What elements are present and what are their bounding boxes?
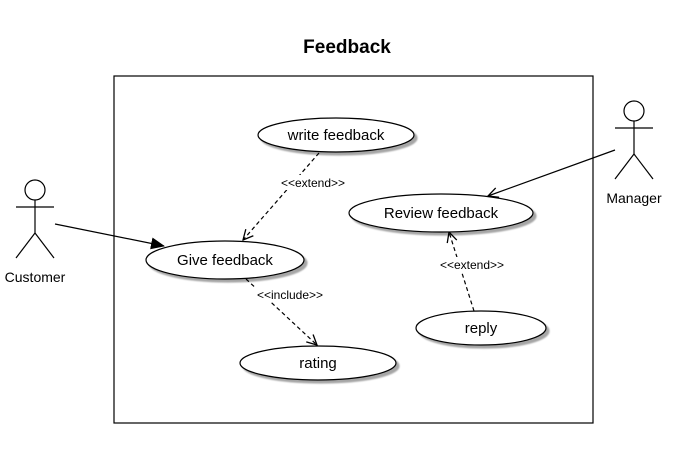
extend-label-reply-review: <<extend>>	[432, 257, 512, 272]
extend-label-write-give: <<extend>>	[273, 175, 353, 190]
svg-text:<<extend>>: <<extend>>	[440, 258, 504, 272]
customer-actor-label: Customer	[5, 269, 66, 285]
customer-actor-head	[24, 179, 46, 201]
use-case-write-feedback: write feedback	[257, 117, 415, 153]
extend-write-to-give-line	[243, 152, 320, 240]
svg-text:rating: rating	[299, 355, 337, 372]
customer-give-feedback-association	[54, 223, 165, 250]
diagram-title: Feedback	[303, 37, 391, 58]
svg-text:write feedback: write feedback	[287, 127, 385, 144]
manager-review-feedback-association	[488, 149, 616, 196]
manager-actor-label: Manager	[606, 190, 662, 206]
use-case-give-feedback: Give feedback	[145, 240, 305, 280]
manager-actor-head	[623, 100, 645, 122]
svg-text:reply: reply	[465, 320, 498, 337]
system-boundary	[113, 75, 594, 424]
use-case-review-feedback: Review feedback	[348, 193, 534, 233]
manager-actor: Manager	[606, 100, 662, 206]
customer-actor: Customer	[5, 179, 66, 285]
svg-text:<<extend>>: <<extend>>	[281, 176, 345, 190]
use-case-rating: rating	[239, 345, 397, 381]
svg-text:Give feedback: Give feedback	[177, 252, 273, 269]
use-case-reply: reply	[415, 310, 547, 346]
include-label-give-rating: <<include>>	[249, 287, 331, 302]
svg-text:Review feedback: Review feedback	[384, 205, 499, 222]
svg-text:<<include>>: <<include>>	[257, 288, 323, 302]
